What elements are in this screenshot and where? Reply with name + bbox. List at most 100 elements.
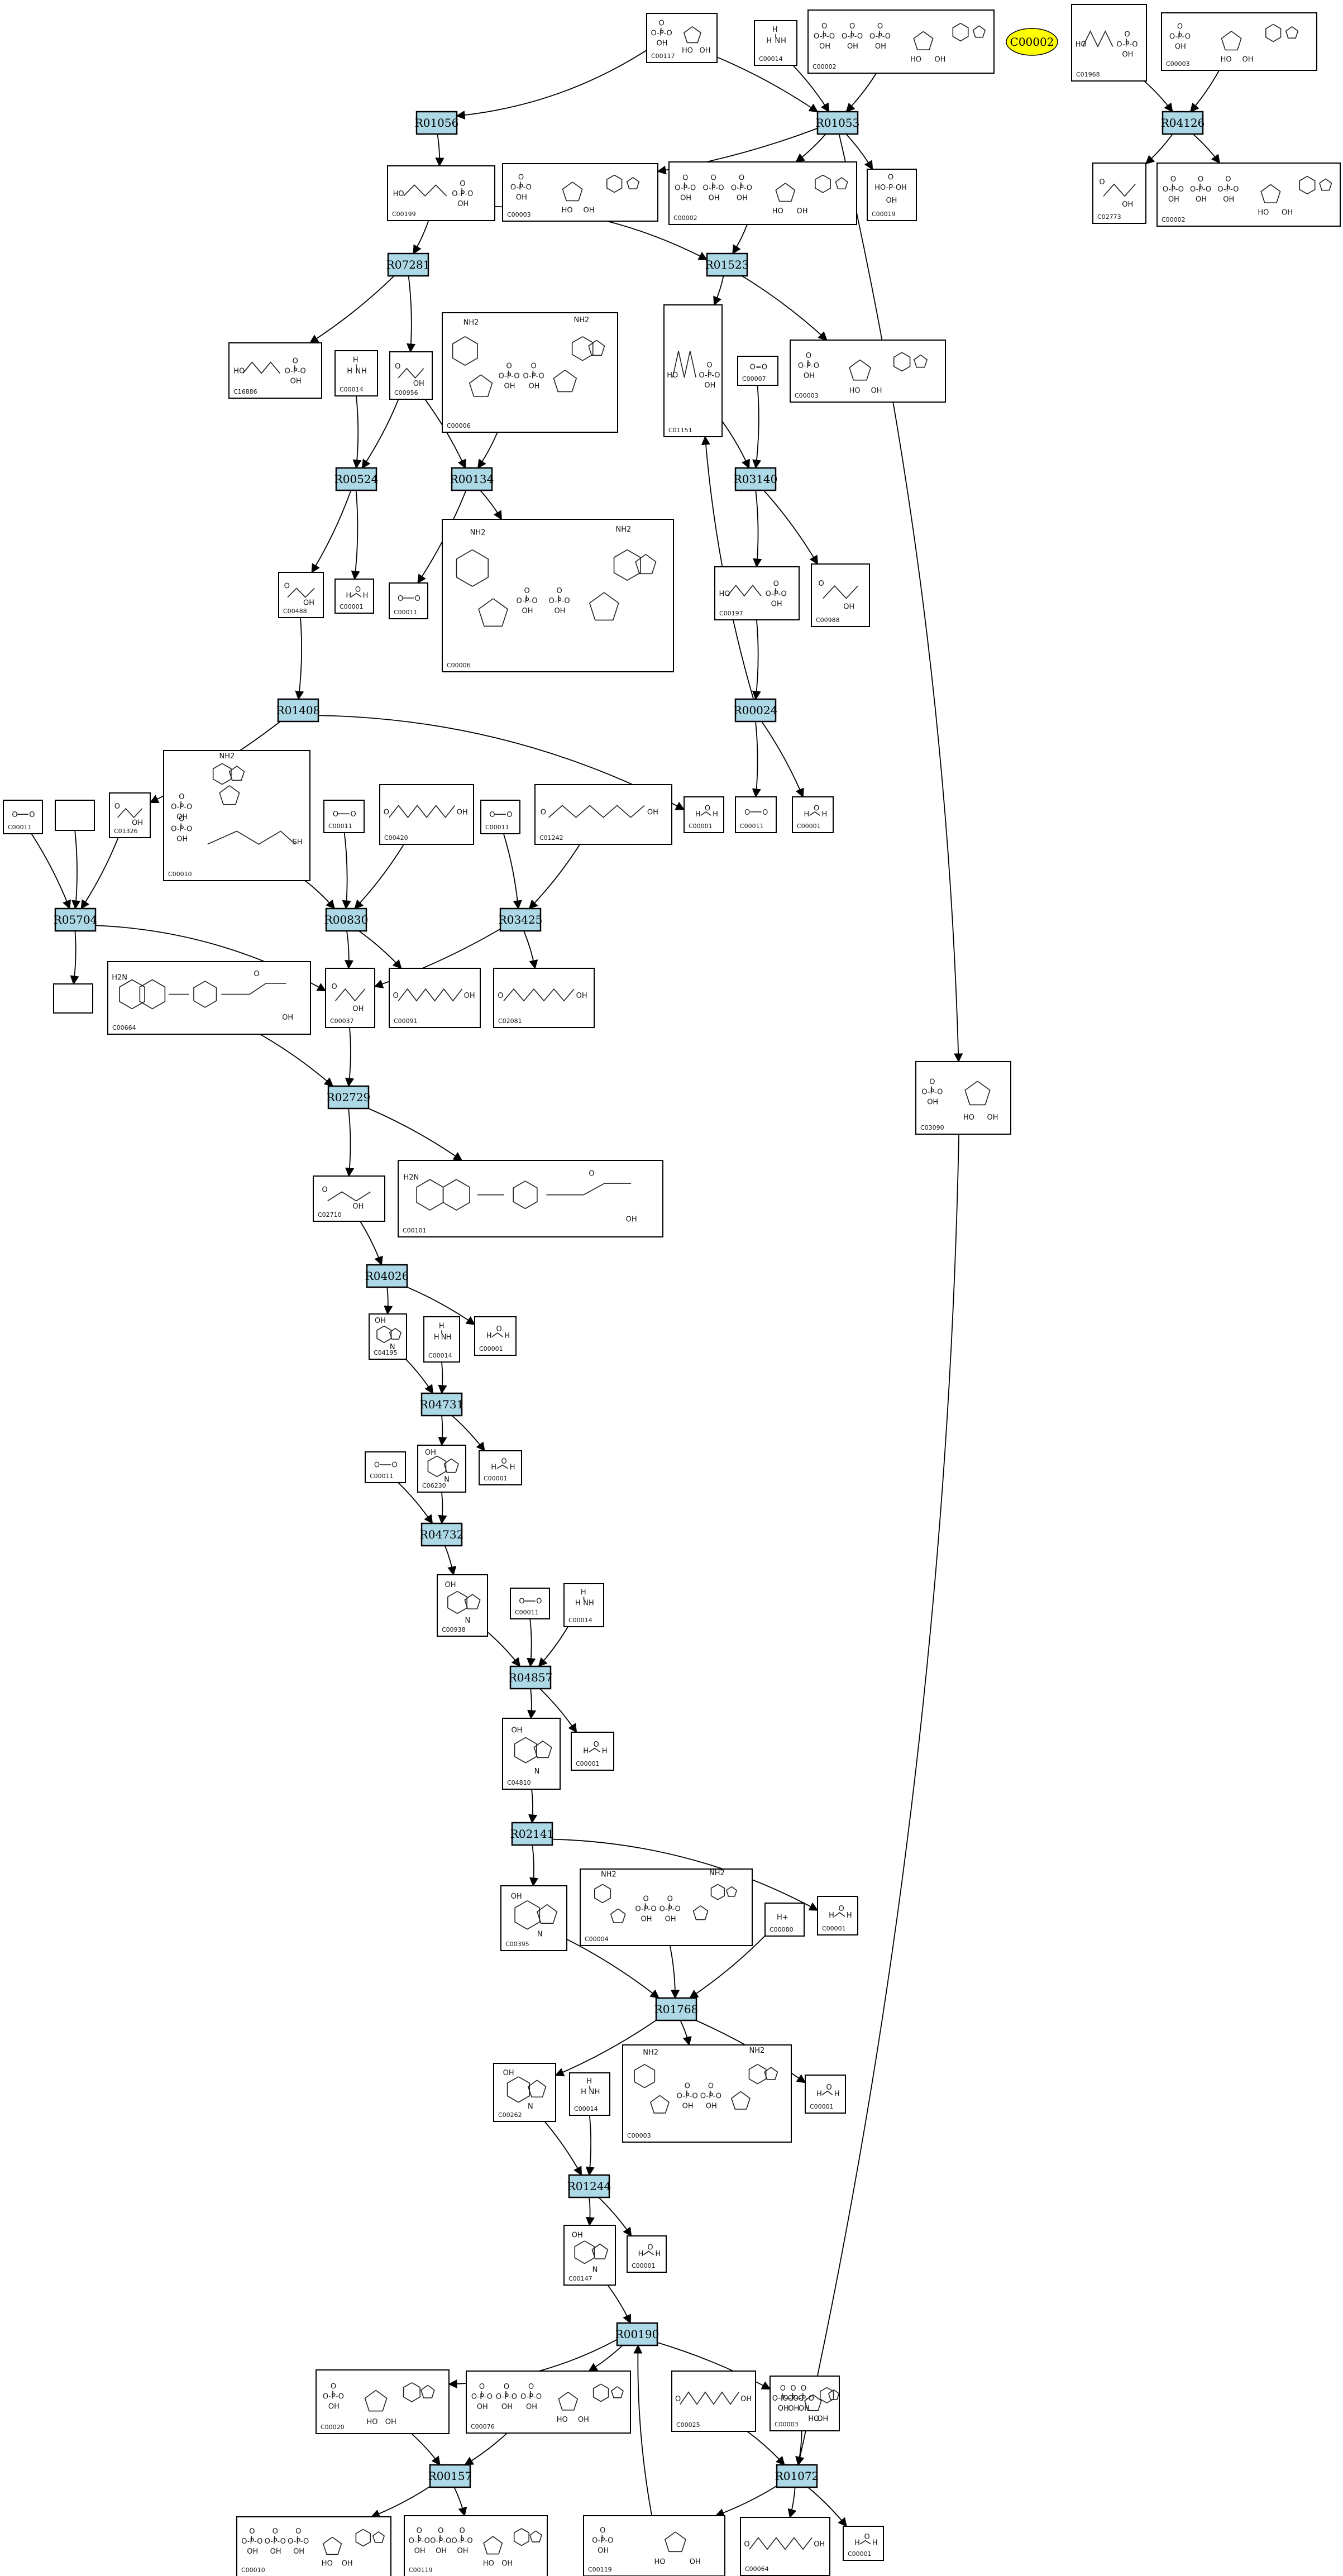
compound-node[interactable]: [55, 800, 95, 831]
reaction-node[interactable]: R00190: [615, 2322, 659, 2346]
reaction-node[interactable]: R01053: [816, 111, 860, 135]
reaction-node[interactable]: R03425: [499, 907, 543, 932]
reaction-node[interactable]: R00524: [334, 467, 379, 491]
reaction-node[interactable]: R04731: [420, 1392, 464, 1417]
reaction-node[interactable]: R04857: [509, 1665, 553, 1690]
reaction-node[interactable]: R02141: [510, 1822, 555, 1846]
compound-node[interactable]: [53, 983, 93, 1014]
reaction-node[interactable]: R00024: [734, 698, 778, 723]
highlight-compound-oval[interactable]: C00002: [1006, 28, 1058, 56]
reaction-node[interactable]: R03140: [734, 467, 778, 491]
compound-node[interactable]: H+C00080: [764, 1903, 805, 1937]
reaction-edge: [607, 2285, 632, 2324]
reaction-node[interactable]: R07281: [386, 252, 431, 277]
reaction-node[interactable]: R01072: [775, 2464, 819, 2488]
reaction-node[interactable]: R04026: [365, 1264, 409, 1288]
reaction-node[interactable]: R01523: [705, 252, 749, 277]
reaction-node[interactable]: R04126: [1161, 111, 1205, 135]
reaction-node[interactable]: R00134: [450, 467, 494, 491]
reaction-node[interactable]: R05704: [54, 907, 98, 932]
reaction-node[interactable]: R01244: [567, 2174, 611, 2199]
reaction-node[interactable]: R01056: [415, 111, 459, 135]
reaction-node[interactable]: R02729: [327, 1085, 371, 1110]
reaction-node[interactable]: R01768: [654, 1997, 699, 2021]
reaction-node[interactable]: R00157: [428, 2464, 472, 2488]
reaction-node[interactable]: R04732: [420, 1522, 464, 1547]
reaction-node[interactable]: R00830: [324, 907, 369, 932]
reaction-node[interactable]: R01408: [276, 698, 321, 723]
